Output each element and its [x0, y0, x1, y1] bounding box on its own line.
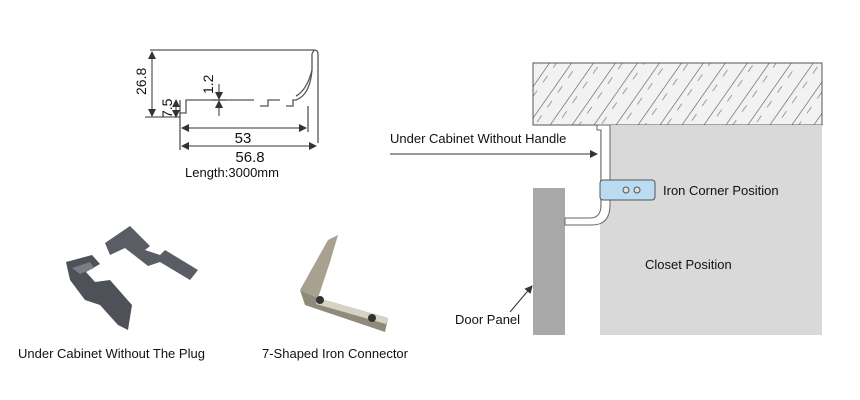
- closet-area: [600, 125, 822, 335]
- iron-connector-label: 7-Shaped Iron Connector: [262, 346, 409, 361]
- closet-position-label: Closet Position: [645, 257, 732, 272]
- iron-position-label: Iron Corner Position: [663, 183, 779, 198]
- dim-lip: 7.5: [159, 98, 175, 118]
- door-panel: [533, 188, 565, 335]
- dim-outer-width: 56.8: [235, 149, 264, 166]
- profile-position-label: Under Cabinet Without Handle: [390, 131, 566, 146]
- profile-cross-section: [150, 49, 319, 150]
- profile-dimensions: [145, 51, 317, 150]
- plug-product-image: [66, 226, 198, 330]
- dim-thickness: 1.2: [200, 74, 216, 94]
- dim-height: 26.8: [133, 68, 149, 95]
- dim-inner-width: 53: [235, 130, 252, 147]
- door-pointer: [509, 285, 533, 313]
- plug-label: Under Cabinet Without The Plug: [18, 346, 205, 361]
- iron-connector-image: [300, 235, 388, 332]
- cabinet-top: [532, 62, 823, 126]
- door-panel-label: Door Panel: [455, 312, 520, 327]
- installed-profile: [564, 124, 611, 226]
- length-label: Length:3000mm: [185, 165, 279, 180]
- installation-diagram: [390, 62, 823, 335]
